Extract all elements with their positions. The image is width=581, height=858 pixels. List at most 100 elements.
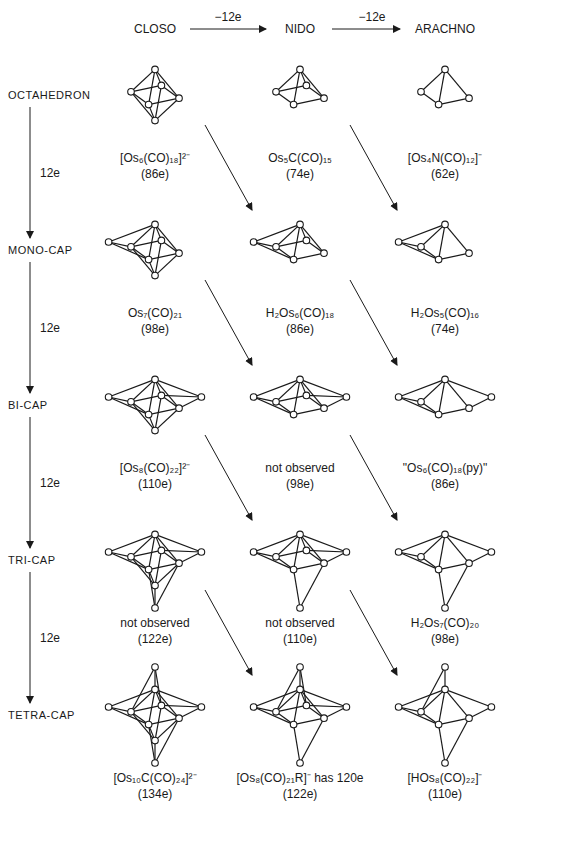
bond-line — [155, 253, 179, 275]
bond-line — [294, 718, 324, 724]
os-atom — [297, 376, 304, 383]
bond-line — [276, 85, 306, 91]
os-atom — [343, 549, 350, 556]
cluster-label: CLOSO — [132, 22, 178, 36]
cluster-label: 12e — [38, 631, 62, 645]
bond-line — [294, 570, 300, 608]
bond-line — [399, 379, 445, 397]
bond-line — [109, 689, 155, 707]
os-atom — [198, 704, 205, 711]
bond-line — [300, 563, 324, 608]
os-atom — [303, 547, 310, 554]
os-atom — [290, 256, 297, 263]
bond-line — [109, 534, 155, 552]
cluster-label: (110e) — [426, 787, 464, 801]
bond-line — [161, 550, 201, 552]
bond-line — [161, 395, 201, 397]
os-atom — [442, 760, 449, 767]
bond-line — [439, 570, 445, 608]
os-atom — [152, 66, 159, 73]
cluster-polyhedron — [418, 66, 473, 108]
cluster-polyhedron — [250, 531, 349, 611]
bond-line — [155, 98, 179, 120]
cluster-label: (98e) — [429, 632, 461, 646]
os-atom — [152, 221, 159, 228]
cluster-label: (86e) — [429, 477, 461, 491]
bond-line — [254, 224, 300, 242]
cluster-label: −12e — [356, 10, 387, 24]
bond-line — [254, 397, 294, 415]
cluster-polyhedron — [273, 66, 328, 108]
os-atom — [321, 405, 328, 412]
cluster-label: [Os₆(CO)₁₈]²⁻ — [118, 151, 192, 165]
cluster-label: (110e) — [281, 632, 319, 646]
cluster-polyhedron — [105, 376, 204, 434]
os-atom — [198, 549, 205, 556]
bond-line — [149, 253, 179, 259]
os-atom — [488, 394, 495, 401]
os-atom — [488, 549, 495, 556]
cluster-label: not observed — [118, 616, 191, 630]
bond-line — [445, 534, 491, 552]
os-atom — [158, 392, 165, 399]
os-atom — [435, 256, 442, 263]
os-atom — [105, 549, 112, 556]
bond-line — [109, 379, 155, 397]
os-atom — [321, 560, 328, 567]
bond-line — [300, 224, 324, 253]
os-atom — [128, 244, 135, 251]
os-atom — [297, 66, 304, 73]
os-atom — [303, 392, 310, 399]
bond-line — [254, 242, 294, 260]
bond-line — [155, 718, 179, 740]
os-atom — [152, 427, 159, 434]
cluster-label: (74e) — [429, 322, 461, 336]
cluster-polyhedron — [105, 221, 182, 279]
bond-line — [399, 689, 445, 707]
bond-line — [149, 718, 179, 724]
os-atom — [488, 704, 495, 711]
bond-line — [294, 408, 324, 414]
bond-line — [131, 92, 155, 121]
cluster-label: not observed — [263, 616, 336, 630]
os-atom — [290, 566, 297, 573]
os-atom — [176, 405, 183, 412]
os-atom — [395, 549, 402, 556]
os-atom — [145, 101, 152, 108]
os-atom — [466, 250, 473, 257]
os-atom — [105, 394, 112, 401]
transform-arrow — [190, 29, 266, 30]
os-atom — [303, 237, 310, 244]
cluster-label: [Os₈(CO)₂₂]²⁻ — [118, 461, 192, 475]
os-atom — [297, 221, 304, 228]
bond-line — [131, 240, 161, 246]
bond-line — [399, 242, 439, 260]
cluster-polyhedron — [395, 376, 494, 418]
bond-line — [439, 253, 469, 259]
transform-arrow — [30, 572, 31, 703]
cluster-polyhedron — [395, 664, 494, 767]
bond-line — [254, 379, 300, 397]
os-atom — [176, 250, 183, 257]
os-atom — [152, 737, 159, 744]
os-atom — [343, 394, 350, 401]
os-atom — [128, 709, 135, 716]
transform-arrow — [205, 590, 252, 675]
os-atom — [145, 411, 152, 418]
os-atom — [152, 664, 159, 671]
bond-line — [254, 552, 294, 570]
cluster-polyhedron — [395, 531, 494, 611]
bond-line — [306, 550, 346, 552]
bond-line — [109, 242, 149, 260]
bond-line — [306, 705, 346, 707]
os-atom — [435, 566, 442, 573]
os-atom — [395, 239, 402, 246]
bond-line — [294, 98, 324, 104]
os-atom — [466, 95, 473, 102]
cluster-label: 12e — [38, 321, 62, 335]
cluster-label: 12e — [38, 476, 62, 490]
os-atom — [128, 554, 135, 561]
cluster-polyhedron — [250, 376, 349, 418]
bond-line — [294, 725, 300, 763]
